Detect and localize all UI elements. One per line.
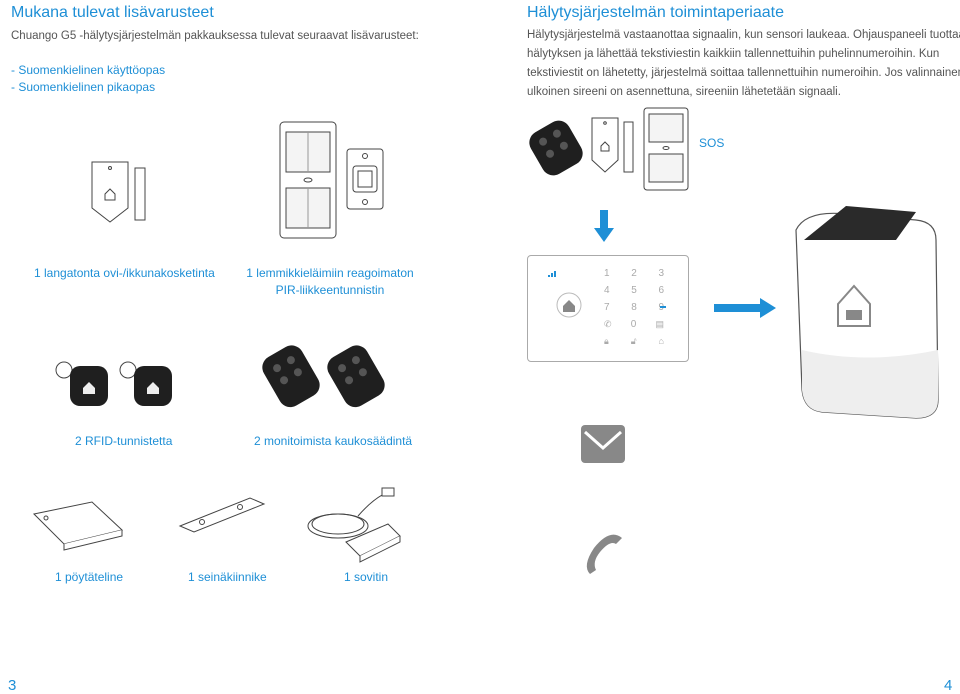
power-adapter-illustration — [307, 487, 401, 563]
control-panel: 1 2 3 4 5 6 7 8 9 ✆ 0 ▤ 🔒︎ 🔓︎ ⌂ — [527, 255, 689, 362]
arrow-right-icon — [714, 298, 776, 318]
list-item: - Suomenkielinen pikaopas — [11, 80, 156, 94]
caption-adapter: 1 sovitin — [344, 570, 389, 584]
keypad-key[interactable]: 6 — [658, 285, 664, 296]
description-line: tekstiviestit on lähetetty, järjestelmä … — [527, 67, 960, 79]
pir-bracket-illustration — [346, 148, 384, 210]
pir-sensor-small-illustration — [643, 107, 689, 191]
keypad-key[interactable]: 5 — [631, 285, 637, 296]
caption-door-sensor: 1 langatonta ovi-/ikkunakosketinta — [34, 266, 215, 280]
lock-icon[interactable]: 🔒︎ — [604, 336, 609, 346]
keypad-key[interactable]: 7 — [604, 302, 610, 313]
menu-key-icon[interactable]: ▤ — [655, 319, 664, 329]
home-icon — [556, 292, 582, 318]
door-sensor-illustration — [91, 161, 146, 223]
keypad-key[interactable]: 0 — [630, 319, 637, 330]
list-item: - Suomenkielinen käyttöopas — [11, 63, 166, 77]
remote-control-illustration — [262, 345, 385, 408]
sos-label: SOS — [699, 136, 725, 150]
accessories-list: - Suomenkielinen käyttöopas - Suomenkiel… — [11, 62, 165, 96]
outdoor-siren-illustration — [795, 206, 939, 419]
page-number-left: 3 — [8, 677, 17, 694]
caption-desk-stand: 1 pöytäteline — [55, 570, 124, 584]
caption-remote: 2 monitoimista kaukosäädintä — [254, 434, 413, 448]
keypad-key[interactable]: 1 — [604, 268, 610, 279]
accessories-intro: Chuango G5 -hälytysjärjestelmän pakkauks… — [11, 30, 419, 42]
caption-pir-line1: 1 lemmikkieläimiin reagoimaton — [246, 266, 414, 280]
unlock-icon[interactable]: 🔓︎ — [630, 336, 637, 346]
phone-key-icon[interactable]: ✆ — [604, 319, 612, 329]
description-line: ulkoinen sireeni on asennettuna, sireeni… — [527, 86, 841, 98]
caption-wall-mount: 1 seinäkiinnike — [188, 570, 267, 584]
description-line: hälytyksen ja lähettää tekstiviestin kai… — [527, 48, 940, 60]
remote-sensor-illustration — [529, 120, 583, 176]
signal-icon — [548, 271, 556, 277]
arrow-down-icon — [594, 210, 614, 242]
description-line: Hälytysjärjestelmä vastaanottaa signaali… — [527, 29, 960, 41]
keypad-key[interactable]: 9 — [658, 302, 664, 319]
home-key-icon[interactable]: ⌂ — [658, 336, 664, 346]
keypad: 1 2 3 4 5 6 7 8 9 ✆ 0 ▤ 🔒︎ 🔓︎ ⌂ — [604, 268, 664, 353]
mail-icon — [581, 425, 625, 463]
keypad-key[interactable]: 2 — [631, 268, 637, 279]
phone-icon — [586, 534, 622, 574]
keypad-key[interactable]: 3 — [658, 268, 664, 279]
caption-pir-line2: PIR-liikkeentunnistin — [275, 283, 385, 297]
keypad-key[interactable]: 4 — [604, 285, 610, 296]
operation-description: Hälytysjärjestelmä vastaanottaa signaali… — [527, 26, 960, 102]
rfid-tag-illustration — [55, 361, 172, 406]
wall-mount-illustration — [178, 497, 266, 533]
door-sensor-small-illustration — [591, 117, 634, 173]
pir-sensor-illustration — [279, 121, 337, 239]
left-page-title: Mukana tulevat lisävarusteet — [11, 4, 214, 21]
keypad-key[interactable]: 8 — [631, 302, 637, 313]
caption-rfid: 2 RFID-tunnistetta — [75, 434, 173, 448]
panel-dash — [660, 306, 666, 308]
page-number-right: 4 — [944, 677, 953, 694]
desk-stand-illustration — [32, 501, 124, 551]
right-page-title: Hälytysjärjestelmän toimintaperiaate — [527, 4, 784, 21]
